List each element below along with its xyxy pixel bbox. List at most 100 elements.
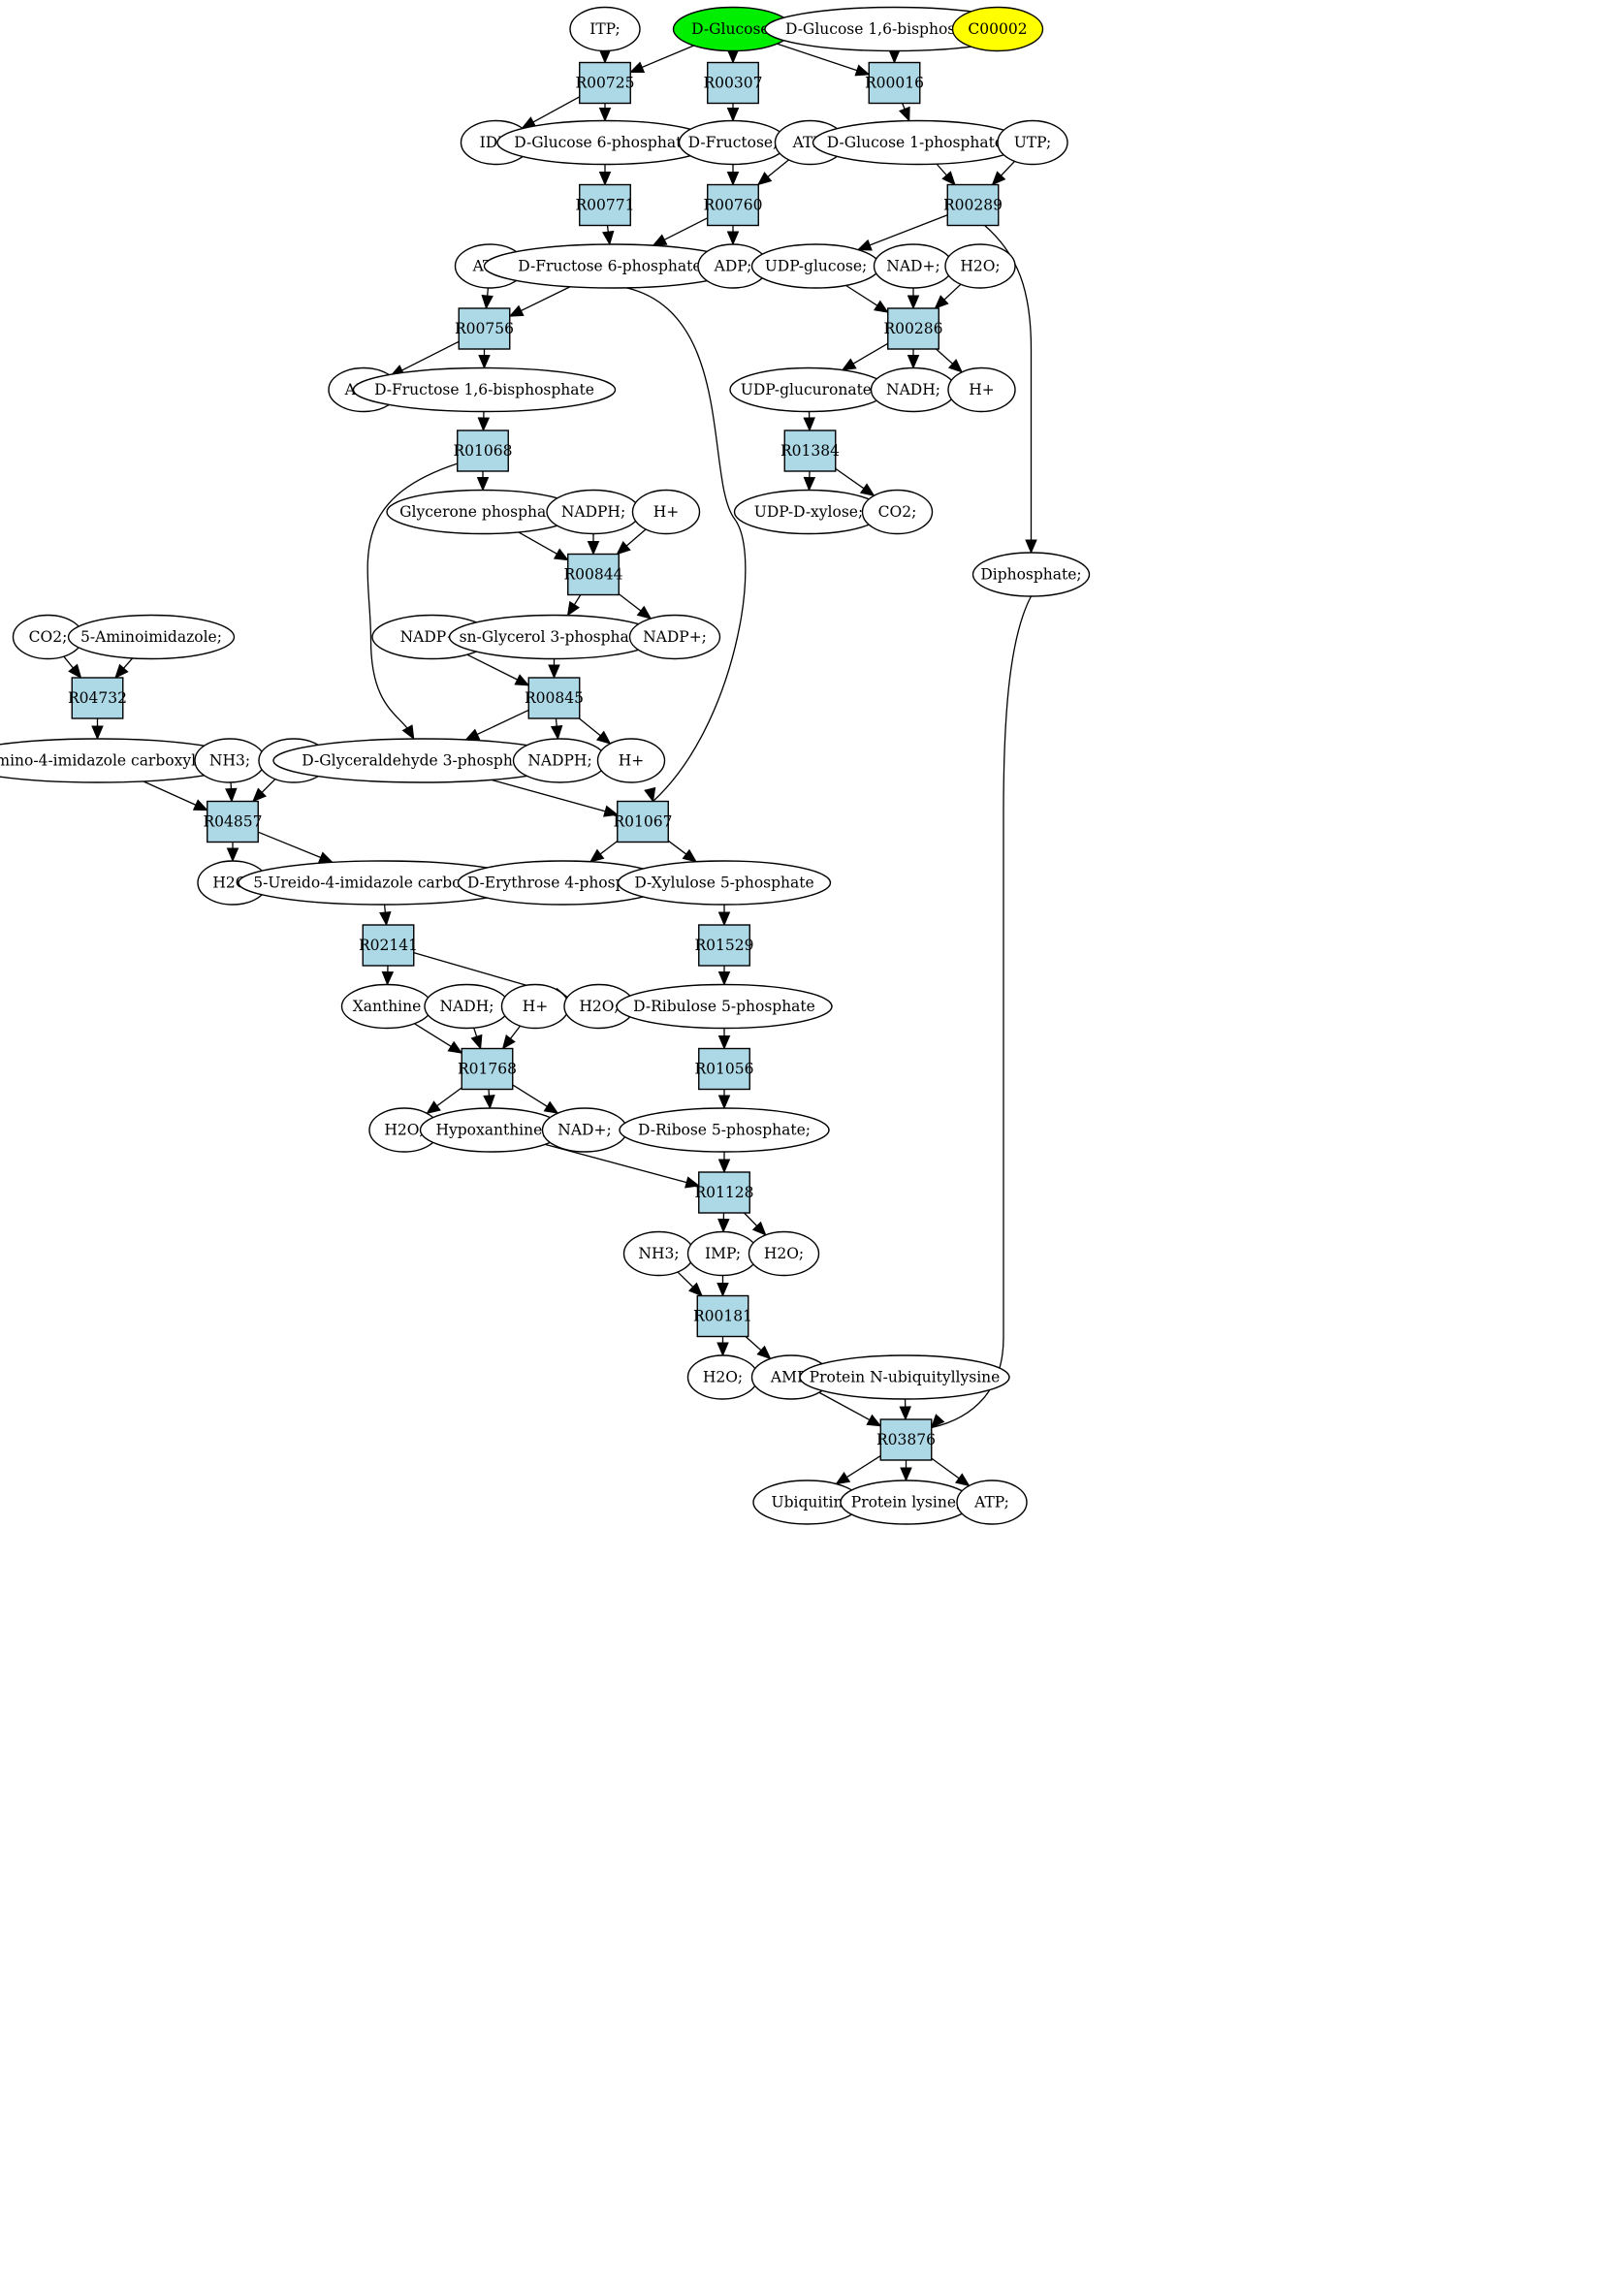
node-label: R02141 bbox=[359, 937, 418, 954]
arrowhead bbox=[68, 663, 82, 679]
arrowhead bbox=[859, 483, 876, 496]
node-label: H2O; bbox=[960, 258, 1000, 275]
arrowhead bbox=[426, 1100, 441, 1115]
edge-r00771-to-d-fructose-6-phosphate bbox=[602, 225, 615, 246]
node-label: R00307 bbox=[704, 75, 763, 92]
compound-node-itp: ITP; bbox=[569, 6, 641, 52]
node-label: H+ bbox=[619, 752, 645, 770]
node-label: C00002 bbox=[968, 20, 1027, 38]
edge-r00845-to-h bbox=[578, 717, 612, 745]
node-label: 5-Aminoimidazole; bbox=[80, 628, 222, 646]
edge-r03876-to-protein-lysine bbox=[900, 1460, 912, 1482]
edge-co2-to-r04732 bbox=[63, 655, 82, 679]
node-label: R01384 bbox=[780, 442, 840, 460]
edge-r03876-to-ubiquitin bbox=[835, 1455, 881, 1485]
node-label: D-Fructose; bbox=[688, 134, 779, 151]
arrowhead bbox=[501, 1034, 516, 1050]
node-label: CO2; bbox=[878, 503, 917, 521]
arrowhead bbox=[716, 1342, 729, 1357]
node-label: R00286 bbox=[884, 320, 943, 337]
compound-node-udp-d-xylose: UDP-D-xylose; bbox=[733, 489, 884, 535]
compound-node-imp: IMP; bbox=[686, 1230, 759, 1277]
edge-r00844-to-nadp bbox=[618, 593, 653, 620]
arrowhead bbox=[91, 725, 104, 741]
compound-node-d-glucose-1-phosphate: D-Glucose 1-phosphate; bbox=[812, 119, 1024, 166]
edge-r01068-to-glycerone-phosphate bbox=[476, 471, 490, 492]
arrowhead bbox=[756, 172, 773, 186]
node-label: D-Fructose 6-phosphate; bbox=[518, 258, 706, 275]
edge-h2o-to-r00286 bbox=[934, 283, 962, 309]
compound-node-h2o: H2O; bbox=[368, 1107, 440, 1153]
compound-node-glycerone-phosphate: Glycerone phosphate; bbox=[386, 489, 580, 535]
node-label: R04857 bbox=[204, 813, 263, 831]
node-label: Protein lysine; bbox=[851, 1494, 961, 1511]
edge-r01128-to-h2o bbox=[744, 1212, 767, 1236]
compound-node-d-erythrose-4-phosphate: D-Erythrose 4-phosphate bbox=[457, 860, 669, 906]
node-label: R00725 bbox=[576, 75, 635, 92]
compound-node-atp: ATP; bbox=[956, 1480, 1028, 1525]
node-label: D-Glucose 1-phosphate; bbox=[827, 134, 1008, 151]
arrowhead bbox=[854, 64, 871, 77]
node-label: R01068 bbox=[454, 442, 513, 460]
compound-node-d-fructose: D-Fructose; bbox=[678, 119, 788, 166]
arrowhead bbox=[900, 1467, 912, 1482]
arrowhead bbox=[381, 970, 395, 986]
arrowhead bbox=[595, 730, 612, 745]
node-label: NADH; bbox=[886, 381, 940, 398]
arrowhead bbox=[477, 417, 491, 432]
edge-r01067-to-d-erythrose-4-phosphate bbox=[589, 841, 619, 863]
arrowhead bbox=[717, 1218, 730, 1233]
edge-r01768-to-hypoxanthine bbox=[483, 1089, 495, 1110]
node-label: Xanthine bbox=[353, 998, 422, 1015]
node-label: D-Erythrose 4-phosphate bbox=[467, 875, 658, 892]
arrowhead bbox=[587, 541, 600, 556]
edge-r00725-to-d-glucose-6-phosphate bbox=[598, 103, 612, 122]
edge-imp-to-r00181 bbox=[716, 1275, 729, 1297]
node-label: R01067 bbox=[614, 813, 673, 831]
node-label: D-Ribulose 5-phosphate bbox=[633, 998, 815, 1015]
arrowhead bbox=[447, 1040, 463, 1054]
edge-r01529-to-d-ribulose-5-phosphate bbox=[717, 966, 731, 986]
compound-node-d-fructose-6-phosphate: D-Fructose 6-phosphate; bbox=[483, 243, 742, 289]
edge-d-xylulose-5-phosphate-to-r01529 bbox=[717, 905, 731, 927]
node-label: IMP; bbox=[705, 1245, 741, 1262]
arrowhead bbox=[803, 417, 815, 432]
edge-r00844-to-sn-glycerol-3-phosphate bbox=[566, 594, 582, 617]
reaction-node-r00016: R00016 bbox=[865, 61, 924, 105]
edge-amp-to-r03876 bbox=[818, 1391, 882, 1427]
node-label: R01056 bbox=[695, 1061, 754, 1078]
node-label: NADP+; bbox=[400, 628, 464, 646]
node-label: NADH; bbox=[440, 998, 494, 1015]
node-label: R03876 bbox=[876, 1431, 936, 1448]
node-label: UDP-glucose; bbox=[765, 258, 868, 275]
edge-r04732-to-5-amino-4-imidazole-carboxylate bbox=[91, 718, 104, 741]
compound-node-co2: CO2; bbox=[12, 614, 84, 660]
node-label: R00289 bbox=[943, 197, 1003, 214]
arrowhead bbox=[726, 172, 740, 186]
arrowhead bbox=[717, 971, 731, 986]
node-label: H2O; bbox=[384, 1122, 424, 1139]
compound-node-nad: NAD+; bbox=[873, 243, 954, 289]
arrowhead bbox=[598, 108, 612, 122]
edge-5-aminoimidazole-to-r04732 bbox=[114, 657, 134, 679]
edge-nh3-to-r04857 bbox=[225, 781, 238, 803]
compound-node-h2o: H2O; bbox=[944, 243, 1016, 289]
arrowhead bbox=[947, 359, 964, 373]
node-label: NH3; bbox=[209, 752, 250, 770]
compound-node-h: H+ bbox=[596, 738, 666, 783]
node-label: ADP; bbox=[714, 258, 752, 275]
node-label: ITP; bbox=[589, 20, 621, 38]
node-label: NADPH; bbox=[561, 503, 625, 521]
edge-d-fructose-1-6-bisphosphate-to-r01068 bbox=[477, 411, 491, 432]
node-label: H+ bbox=[523, 998, 549, 1015]
reaction-node-r00289: R00289 bbox=[943, 183, 1003, 227]
compound-node-ubiquitin: Ubiquitin bbox=[752, 1480, 862, 1525]
arrowhead bbox=[716, 1283, 729, 1297]
node-label: R00181 bbox=[693, 1308, 752, 1325]
edge-d-fructose-to-r00760 bbox=[726, 164, 740, 186]
arrowhead bbox=[803, 476, 816, 492]
edge-r01768-to-h2o bbox=[426, 1087, 462, 1115]
compound-node-protein-n-ubiquityllysine: Protein N-ubiquityllysine bbox=[799, 1354, 1010, 1400]
arrowhead bbox=[899, 106, 910, 122]
compound-node-d-ribose-5-phosphate: D-Ribose 5-phosphate; bbox=[619, 1107, 830, 1153]
